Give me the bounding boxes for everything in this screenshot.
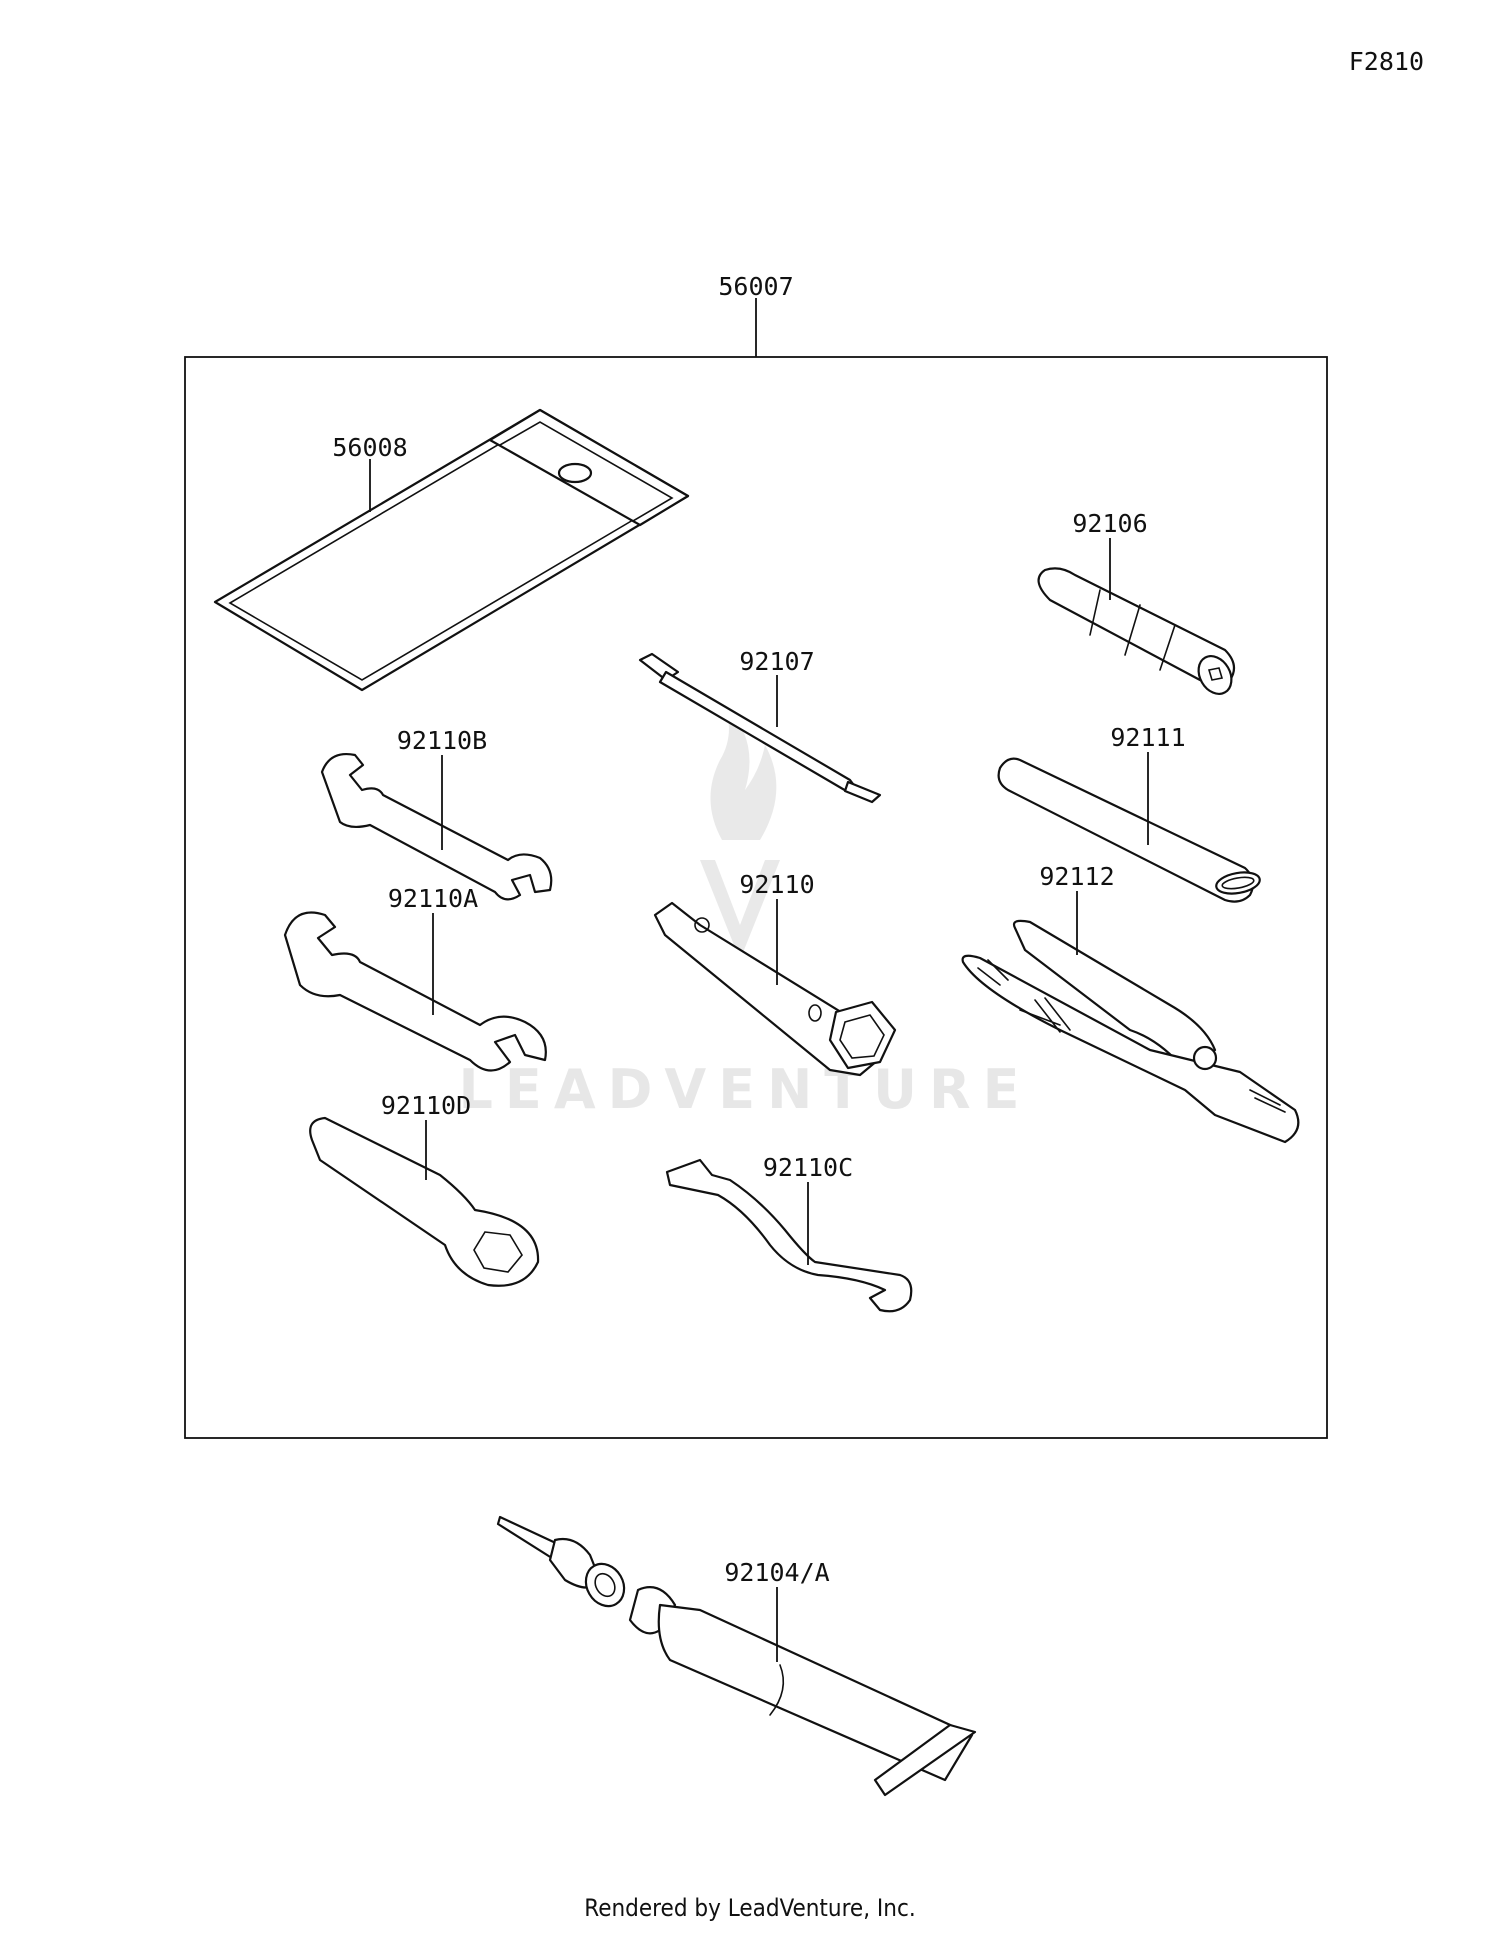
hook-wrench-illustration (665, 1158, 913, 1313)
wrench-b-illustration (320, 753, 553, 901)
label-92110[interactable]: 92110 (739, 870, 814, 899)
watermark-logo (700, 705, 780, 960)
label-92104A[interactable]: 92104/A (724, 1558, 829, 1587)
label-92107[interactable]: 92107 (739, 647, 814, 676)
pouch-illustration (213, 408, 690, 692)
wrench-d-illustration (309, 1116, 540, 1287)
footer-credit: Rendered by LeadVenture, Inc. (584, 1894, 916, 1922)
screwdriver-illustration (638, 652, 882, 804)
bar-illustration (997, 757, 1261, 903)
label-92106[interactable]: 92106 (1072, 509, 1147, 538)
label-92110D[interactable]: 92110D (381, 1091, 471, 1120)
handle-illustration (1037, 567, 1236, 695)
label-56008[interactable]: 56008 (332, 433, 407, 462)
watermark-text: LEADVENTURE (459, 1058, 1032, 1121)
pliers-illustration (961, 919, 1300, 1144)
diagram-code: F2810 (1349, 47, 1424, 76)
label-92111[interactable]: 92111 (1110, 723, 1185, 752)
label-92110C[interactable]: 92110C (763, 1153, 853, 1182)
tire-repair-illustration (496, 1515, 977, 1797)
label-92112[interactable]: 92112 (1039, 862, 1114, 891)
wrench-a-illustration (283, 911, 547, 1072)
label-92110B[interactable]: 92110B (397, 726, 487, 755)
label-92110A[interactable]: 92110A (388, 884, 478, 913)
label-56007[interactable]: 56007 (718, 272, 793, 301)
box-wrench-illustration (653, 901, 897, 1077)
